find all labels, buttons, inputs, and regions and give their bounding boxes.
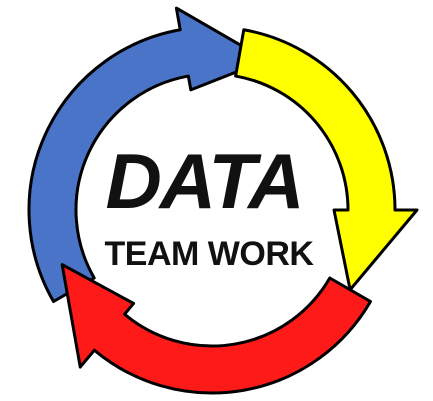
inner-circle [78, 76, 346, 344]
center-label: DATA TEAM WORK [105, 137, 315, 273]
cycle-arrows [27, 6, 419, 395]
blue-arrow [27, 6, 269, 303]
yellow-arrow [234, 28, 419, 292]
red-arrow [60, 263, 372, 395]
logo-subtitle: TEAM WORK [105, 235, 315, 273]
logo-title: DATA [105, 137, 302, 225]
